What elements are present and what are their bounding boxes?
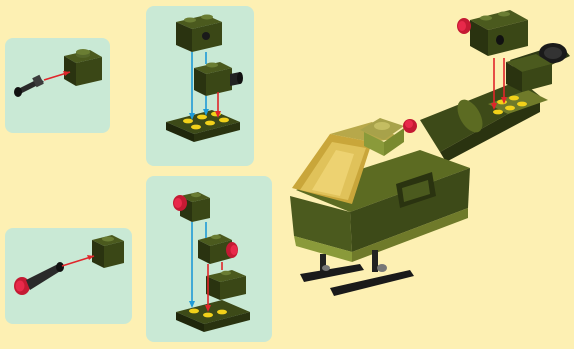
substep-2-illustration bbox=[166, 15, 243, 143]
brick-with-pin bbox=[194, 62, 243, 96]
brick-1x2-top bbox=[176, 15, 222, 53]
substep-1-illustration bbox=[14, 49, 102, 97]
connector-pin-black bbox=[14, 75, 44, 97]
brick-1x1-dark bbox=[92, 235, 124, 268]
brick-1x1-dark bbox=[64, 49, 102, 86]
substep-3-illustration bbox=[173, 192, 250, 332]
brick-with-red-connector-top bbox=[173, 192, 210, 222]
plate-with-brick bbox=[176, 270, 250, 332]
brick-with-red-connector-mid bbox=[198, 234, 238, 264]
substep-4-illustration bbox=[14, 235, 124, 295]
plate-2x3 bbox=[166, 110, 240, 142]
helicopter-model bbox=[290, 10, 570, 296]
red-connector-with-pin bbox=[14, 262, 64, 295]
